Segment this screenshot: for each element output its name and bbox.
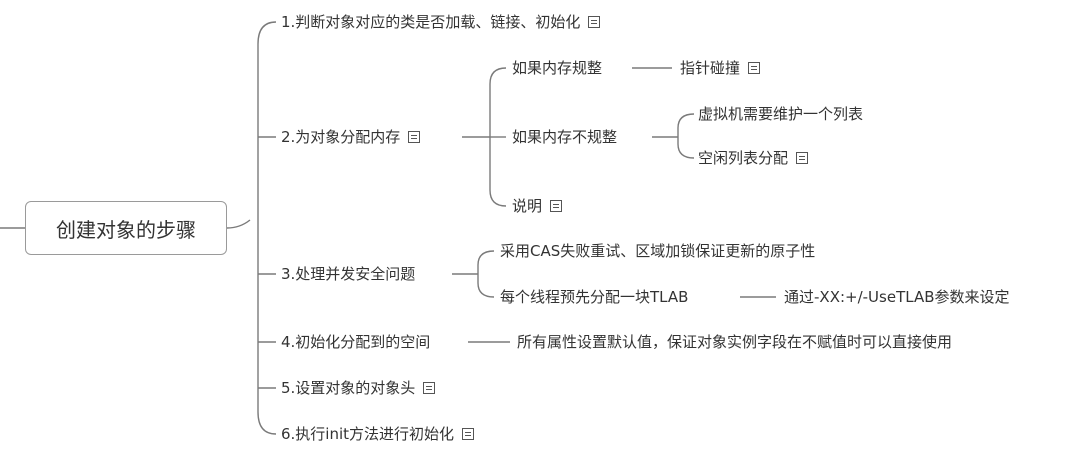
branch-2-node[interactable]: 2.为对象分配内存: [281, 127, 421, 147]
c2-bracket: [677, 113, 695, 159]
b3-child-2-leaf[interactable]: 通过-XX:+/-UseTLAB参数来设定: [784, 287, 1010, 307]
b3-child-1-node[interactable]: 采用CAS失败重试、区域加锁保证更新的原子性: [500, 241, 815, 261]
b2-child-3-label: 说明: [512, 197, 543, 215]
branch-6-label: 6.执行init方法进行初始化: [281, 425, 455, 443]
branch-1-label: 1.判断对象对应的类是否加载、链接、初始化: [281, 13, 581, 31]
b2-child-1-leaf-label: 指针碰撞: [680, 59, 741, 77]
note-icon[interactable]: [423, 382, 436, 394]
branch-5-node[interactable]: 5.设置对象的对象头: [281, 378, 436, 398]
level1-trunk: [257, 21, 277, 435]
branch-4-node[interactable]: 4.初始化分配到的空间: [281, 332, 430, 352]
note-icon[interactable]: [588, 16, 601, 28]
branch-1-node[interactable]: 1.判断对象对应的类是否加载、链接、初始化: [281, 12, 601, 32]
b2-child-2-leaf-2-label: 空闲列表分配: [698, 149, 789, 167]
b3-child-2-node[interactable]: 每个线程预先分配一块TLAB: [500, 287, 688, 307]
root-node[interactable]: 创建对象的步骤: [25, 201, 227, 255]
b2-child-2-leaf-2[interactable]: 空闲列表分配: [698, 148, 809, 168]
note-icon[interactable]: [550, 200, 563, 212]
branch-6-node[interactable]: 6.执行init方法进行初始化: [281, 424, 475, 444]
b3-child-2-leaf-label: 通过-XX:+/-UseTLAB参数来设定: [784, 288, 1010, 306]
b2-child-2-leaf-1-label: 虚拟机需要维护一个列表: [698, 105, 864, 123]
branch-2-label: 2.为对象分配内存: [281, 128, 401, 146]
b2-child-2-node[interactable]: 如果内存不规整: [512, 127, 617, 147]
b2-child-1-node[interactable]: 如果内存规整: [512, 58, 602, 78]
root-label: 创建对象的步骤: [56, 217, 196, 242]
b2-child-2-label: 如果内存不规整: [512, 128, 618, 146]
root-trunk-connector: [226, 219, 251, 229]
b3-child-2-label: 每个线程预先分配一块TLAB: [500, 288, 689, 306]
note-icon[interactable]: [462, 428, 475, 440]
b3-child-1-label: 采用CAS失败重试、区域加锁保证更新的原子性: [500, 242, 816, 260]
b2-child-1-leaf[interactable]: 指针碰撞: [680, 58, 761, 78]
note-icon[interactable]: [796, 152, 809, 164]
branch-4-label: 4.初始化分配到的空间: [281, 333, 431, 351]
branch3-bracket: [477, 250, 495, 298]
b2-child-3-node[interactable]: 说明: [512, 196, 563, 216]
branch-3-label: 3.处理并发安全问题: [281, 265, 416, 283]
b4-child-1-node[interactable]: 所有属性设置默认值，保证对象实例字段在不赋值时可以直接使用: [517, 332, 952, 352]
branch-3-node[interactable]: 3.处理并发安全问题: [281, 264, 415, 284]
note-icon[interactable]: [748, 62, 761, 74]
b2-child-2-leaf-1[interactable]: 虚拟机需要维护一个列表: [698, 104, 863, 124]
note-icon[interactable]: [408, 131, 421, 143]
b2-child-1-label: 如果内存规整: [512, 59, 603, 77]
b4-child-1-label: 所有属性设置默认值，保证对象实例字段在不赋值时可以直接使用: [517, 333, 953, 351]
branch-5-label: 5.设置对象的对象头: [281, 379, 416, 397]
